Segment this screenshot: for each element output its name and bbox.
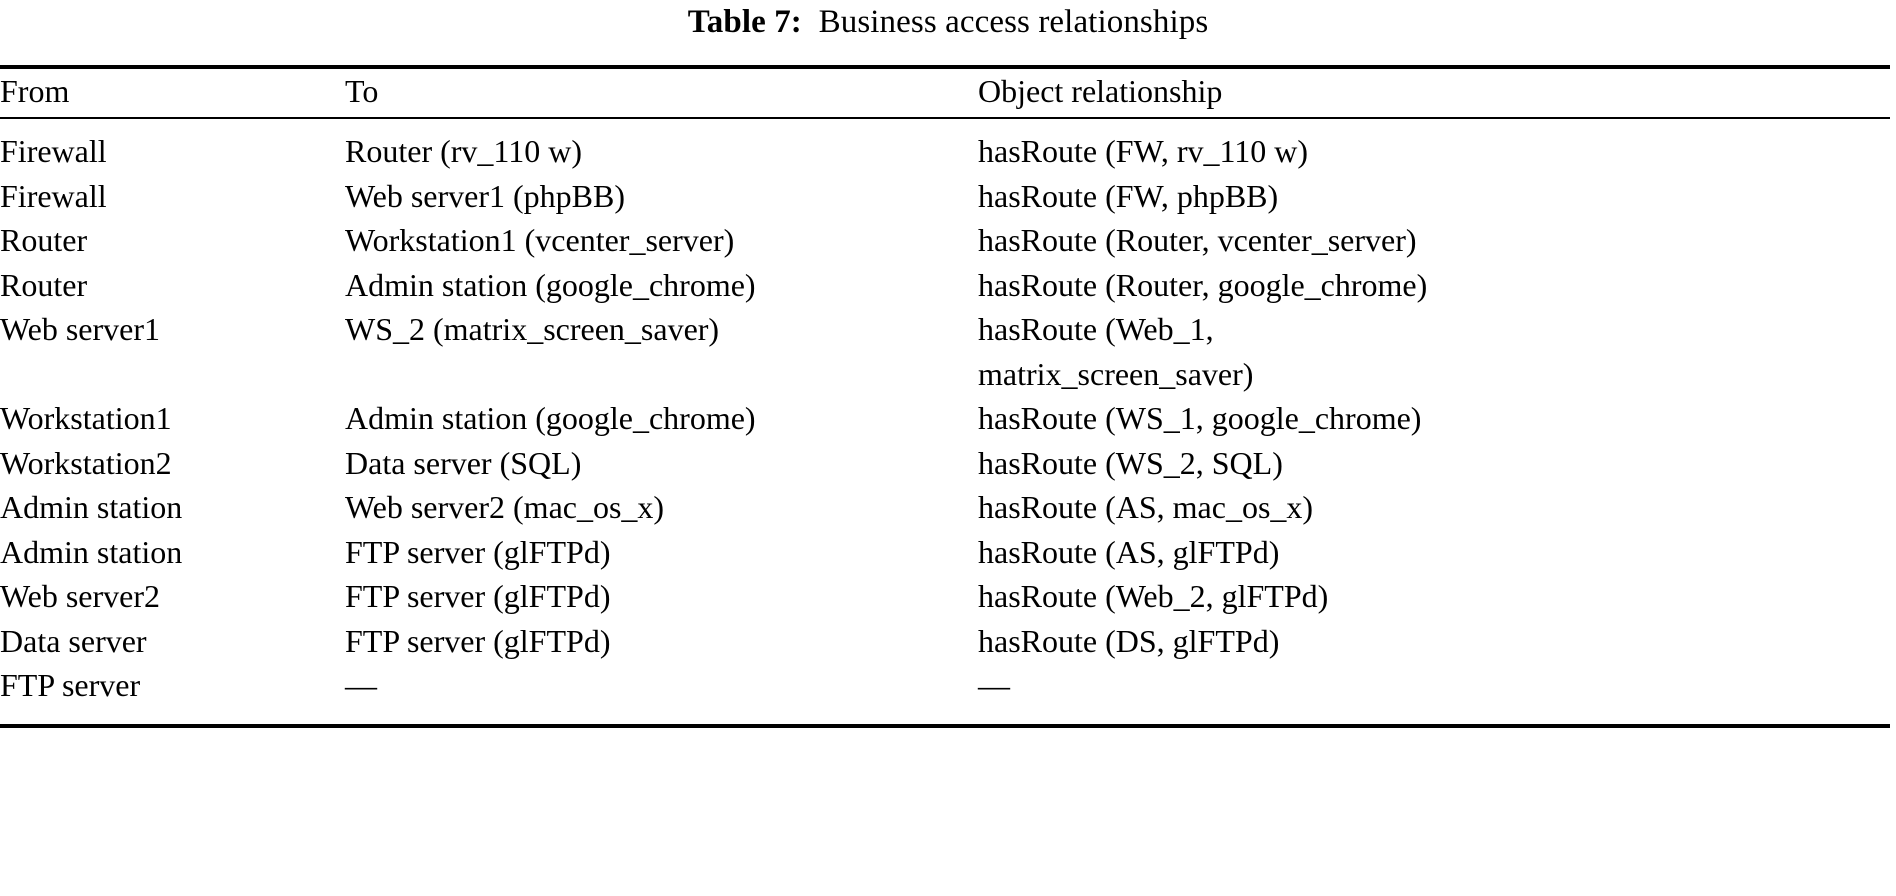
- caption-label: Table 7:: [687, 4, 802, 40]
- cell-to: Web server2 (mac_os_x): [345, 489, 665, 525]
- table-row: Web server2 FTP server (glFTPd) hasRoute…: [0, 574, 1890, 619]
- body-bottom-spacer: [0, 708, 1890, 724]
- cell-relationship: hasRoute (DS, glFTPd): [978, 622, 1280, 659]
- cell-to: FTP server (glFTPd): [345, 578, 611, 614]
- cell-from: Web server2: [0, 578, 161, 614]
- cell-relationship: —: [978, 667, 1010, 703]
- table-body-section: Firewall Router (rv_110 w) hasRoute (FW,…: [0, 119, 1890, 724]
- table-row: Firewall Router (rv_110 w) hasRoute (FW,…: [0, 129, 1890, 174]
- cell-to: Admin station (google_chrome): [345, 400, 756, 436]
- table-row: Router Admin station (google_chrome) has…: [0, 263, 1890, 308]
- cell-to: Workstation1 (vcenter_server): [345, 222, 735, 258]
- cell-relationship: hasRoute (FW, phpBB): [978, 177, 1279, 214]
- table-row: Web server1 WS_2 (matrix_screen_saver) h…: [0, 307, 1890, 396]
- cell-relationship: hasRoute (WS_1, google_chrome): [978, 400, 1422, 436]
- cell-from: Admin station: [0, 489, 183, 525]
- cell-to: FTP server (glFTPd): [345, 622, 611, 659]
- table-row: Admin station Web server2 (mac_os_x) has…: [0, 485, 1890, 530]
- cell-to: FTP server (glFTPd): [345, 533, 611, 570]
- cell-from: FTP server: [0, 667, 141, 703]
- cell-relationship: hasRoute (AS, glFTPd): [978, 533, 1280, 570]
- cell-from: Router: [0, 222, 88, 258]
- table-bottom-rule: [0, 723, 1890, 728]
- table-row: Firewall Web server1 (phpBB) hasRoute (F…: [0, 174, 1890, 219]
- cell-to: Data server (SQL): [345, 444, 582, 481]
- cell-from: Workstation1: [0, 400, 172, 436]
- table-top-rule: [0, 65, 1890, 69]
- table-header-section: From To Object relationship: [0, 69, 1890, 117]
- cell-from: Admin station: [0, 533, 183, 570]
- cell-from: Web server1: [0, 311, 161, 347]
- cell-to: WS_2 (matrix_screen_saver): [345, 311, 720, 347]
- cell-relationship: hasRoute (Web_1, matrix_screen_saver): [978, 311, 1254, 392]
- column-header-to: To: [345, 73, 379, 109]
- column-header-from: From: [0, 73, 70, 109]
- cell-to: Web server1 (phpBB): [345, 177, 626, 214]
- cell-from: Firewall: [0, 177, 107, 214]
- cell-from: Workstation2: [0, 444, 172, 481]
- cell-to: Router (rv_110 w): [345, 133, 582, 169]
- cell-relationship: hasRoute (Router, google_chrome): [978, 266, 1428, 303]
- cell-from: Firewall: [0, 133, 107, 169]
- cell-relationship: hasRoute (AS, mac_os_x): [978, 489, 1314, 525]
- cell-relationship: hasRoute (Web_2, glFTPd): [978, 578, 1329, 614]
- cell-from: Router: [0, 266, 88, 303]
- cell-to: Admin station (google_chrome): [345, 266, 756, 303]
- table-caption: Table 7: Business access relationships: [0, 0, 1896, 39]
- cell-relationship: hasRoute (Router, vcenter_server): [978, 222, 1417, 258]
- table-row: Workstation1 Admin station (google_chrom…: [0, 396, 1890, 441]
- cell-relationship: hasRoute (WS_2, SQL): [978, 444, 1283, 481]
- cell-from: Data server: [0, 622, 147, 659]
- table-row: Workstation2 Data server (SQL) hasRoute …: [0, 441, 1890, 486]
- caption-text: Business access relationships: [818, 4, 1209, 40]
- cell-to: —: [345, 667, 377, 703]
- table-row: FTP server — —: [0, 663, 1890, 708]
- table-row: Router Workstation1 (vcenter_server) has…: [0, 218, 1890, 263]
- body-top-spacer: [0, 119, 1890, 129]
- cell-relationship: hasRoute (FW, rv_110 w): [978, 133, 1309, 169]
- table-header-row: From To Object relationship: [0, 69, 1890, 117]
- table-row: Admin station FTP server (glFTPd) hasRou…: [0, 530, 1890, 575]
- table-header-rule: [0, 117, 1890, 119]
- column-header-object-relationship: Object relationship: [978, 73, 1223, 109]
- table-row: Data server FTP server (glFTPd) hasRoute…: [0, 619, 1890, 664]
